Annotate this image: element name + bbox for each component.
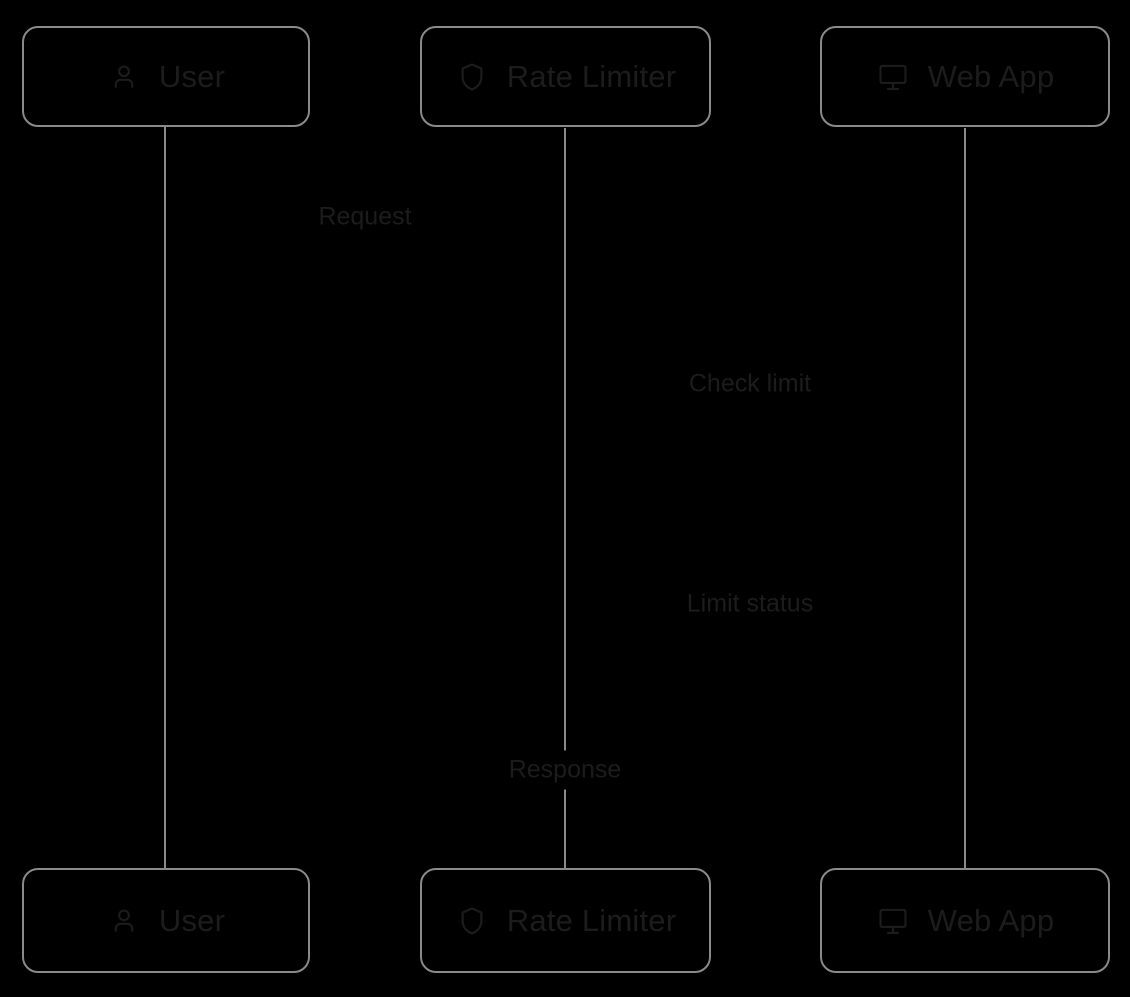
lifeline-rate-limiter xyxy=(564,128,566,868)
person-icon xyxy=(107,904,141,938)
shield-icon xyxy=(455,60,489,94)
participant-label: User xyxy=(158,903,226,938)
participant-label: Rate Limiter xyxy=(506,59,677,94)
participant-web-app-top[interactable]: Web App xyxy=(820,26,1110,127)
lifeline-user xyxy=(164,127,166,868)
message-label-check-limit: Check limit xyxy=(678,364,822,404)
monitor-icon xyxy=(876,60,910,94)
participant-label: User xyxy=(158,59,226,94)
participant-label: Rate Limiter xyxy=(506,903,677,938)
participant-user-top[interactable]: User xyxy=(22,26,310,127)
participant-label: Web App xyxy=(927,903,1055,938)
message-label-response: Response xyxy=(498,750,632,790)
participant-web-app-bottom[interactable]: Web App xyxy=(820,868,1110,973)
monitor-icon xyxy=(876,904,910,938)
shield-icon xyxy=(455,904,489,938)
participant-label: Web App xyxy=(927,59,1055,94)
participant-rate-limiter-bottom[interactable]: Rate Limiter xyxy=(420,868,711,973)
lifeline-web-app xyxy=(964,128,966,868)
participant-user-bottom[interactable]: User xyxy=(22,868,310,973)
message-label-limit-status: Limit status xyxy=(676,584,824,624)
message-label-request: Request xyxy=(308,197,422,237)
participant-rate-limiter-top[interactable]: Rate Limiter xyxy=(420,26,711,127)
person-icon xyxy=(107,60,141,94)
